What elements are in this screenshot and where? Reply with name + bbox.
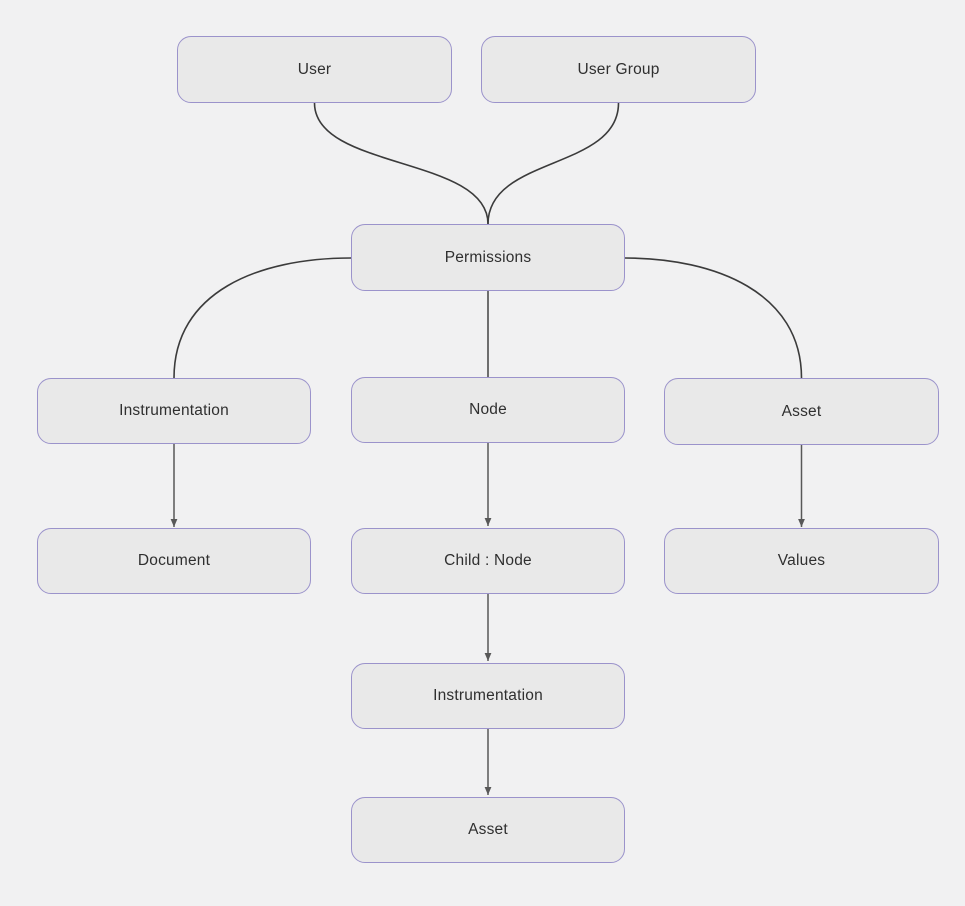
- diagram-node-instrumentation-2: Instrumentation: [351, 663, 625, 729]
- diagram-node-instrumentation-1: Instrumentation: [37, 378, 311, 444]
- edge-user-permissions: [313, 102, 489, 225]
- diagram-node-user: User: [177, 36, 452, 103]
- diagram-node-document: Document: [37, 528, 311, 594]
- node-label-child-node: Child : Node: [444, 552, 532, 569]
- diagram-node-node: Node: [351, 377, 625, 443]
- node-label-document: Document: [137, 552, 211, 569]
- node-label-asset-2: Asset: [468, 821, 508, 838]
- edge-user-group-permissions: [487, 102, 620, 225]
- node-label-values: Values: [777, 552, 826, 569]
- node-label-asset-1: Asset: [781, 402, 822, 420]
- diagram-node-values: Values: [664, 528, 939, 594]
- edge-permissions-instrumentation: [173, 257, 352, 379]
- node-label-user: User: [297, 60, 332, 78]
- node-label-instrumentation-2: Instrumentation: [433, 687, 543, 704]
- node-label-node: Node: [469, 401, 507, 418]
- node-label-permissions: Permissions: [444, 248, 532, 266]
- diagram-node-child-node: Child : Node: [351, 528, 625, 594]
- node-label-user-group: User Group: [577, 60, 660, 78]
- diagram-node-user-group: User Group: [481, 36, 756, 103]
- diagram-node-asset-2: Asset: [351, 797, 625, 863]
- edge-permissions-asset: [624, 257, 803, 379]
- node-label-instrumentation-1: Instrumentation: [119, 402, 229, 419]
- diagram-node-asset-1: Asset: [664, 378, 939, 445]
- diagram-node-permissions: Permissions: [351, 224, 625, 291]
